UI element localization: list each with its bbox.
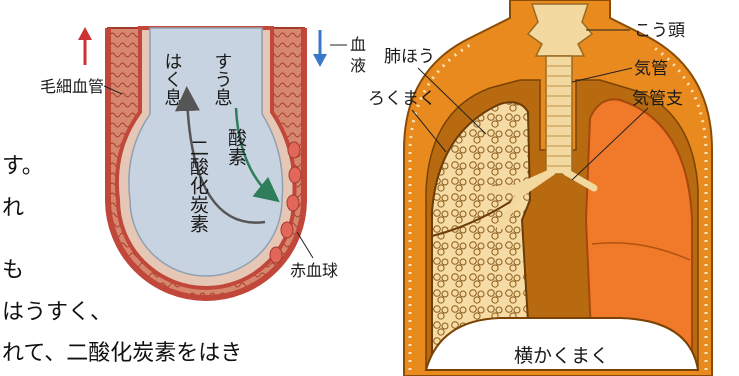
text-fragment-4: はうすく、 [2, 294, 112, 326]
text-fragment-5: れて、二酸化炭素をはき [2, 335, 242, 367]
rbc-leader-line [297, 232, 313, 258]
diaphragm-label: 横かくまく [514, 345, 609, 367]
bronchi-label: 気管支 [632, 89, 683, 109]
blood-down-arrow [313, 30, 327, 67]
alveoli-label: 肺ほう [384, 47, 435, 67]
text-fragment-1: す。 [2, 148, 44, 180]
larynx-label: こう頭 [634, 21, 685, 41]
exhale-label: はく息 [162, 52, 183, 106]
alveolus-diagram: 血 液 毛細血管 はく息 すう息 酸素 二酸化炭素 赤血球 [40, 27, 366, 298]
oxygen-label: 酸素 [225, 128, 247, 166]
blood-label-1: 血 [350, 35, 366, 54]
inhale-label: すう息 [212, 52, 233, 106]
trachea-label: 気管 [634, 59, 668, 79]
text-fragment-3: も [2, 252, 24, 284]
blood-label-2: 液 [350, 56, 366, 75]
capillary-label: 毛細血管 [40, 77, 104, 96]
rbc-label: 赤血球 [290, 261, 338, 280]
text-fragment-2: れ [2, 190, 24, 222]
lungs-diagram: こう頭 気管 気管支 肺ほう ろくまく 横かくまく [368, 0, 712, 376]
co2-label: 二酸化炭素 [187, 138, 209, 233]
blood-up-arrow [78, 27, 92, 65]
pleura-label: ろくまく [368, 89, 436, 109]
